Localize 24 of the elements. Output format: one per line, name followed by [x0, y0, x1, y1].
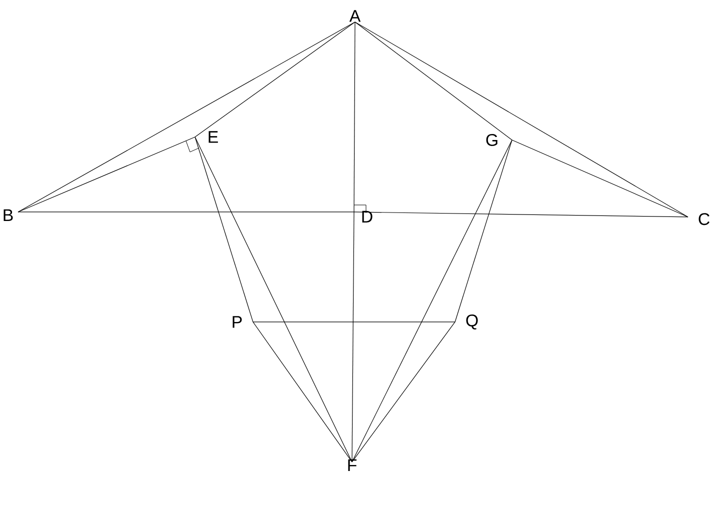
line-segment	[354, 22, 512, 140]
line-segment	[18, 136, 196, 212]
line-segment	[454, 140, 512, 322]
line-segment	[18, 22, 356, 212]
point-label: D	[362, 210, 372, 222]
line-segment	[512, 140, 688, 218]
line-segment	[352, 140, 512, 462]
point-label: C	[698, 213, 710, 226]
point-label: E	[208, 131, 218, 143]
line-segment	[194, 136, 254, 322]
line-segment	[194, 22, 356, 138]
line-segment	[354, 22, 356, 212]
point-label: B	[4, 209, 13, 221]
line-segment	[194, 136, 352, 462]
line-segment	[352, 212, 354, 462]
line-segment	[354, 212, 688, 218]
point-label: F	[348, 459, 356, 471]
point-label: G	[486, 134, 498, 146]
point-label: P	[232, 316, 242, 328]
line-segment	[252, 322, 352, 462]
point-label: A	[349, 10, 361, 22]
line-segment	[352, 322, 456, 462]
line-segment	[354, 22, 688, 218]
point-label: Q	[466, 314, 478, 330]
